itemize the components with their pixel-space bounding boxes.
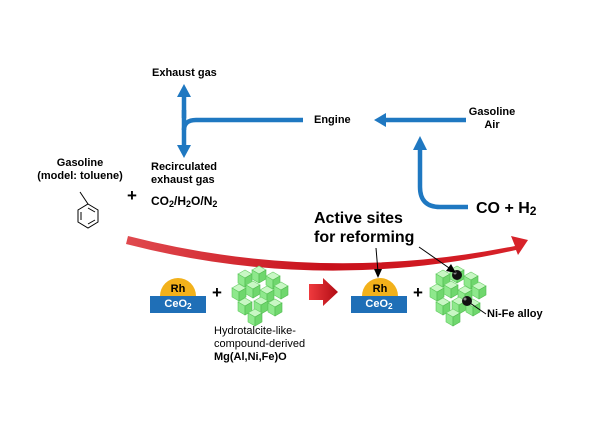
support-cluster-right — [429, 265, 487, 327]
plus-sign-right: + — [413, 283, 423, 302]
gasoline-air-label: Gasoline Air — [468, 106, 516, 132]
rh-ceo2-catalyst-right — [351, 278, 407, 313]
recirculated-label: Recirculated exhaust gas — [151, 161, 217, 187]
rh-label-right: Rh — [372, 283, 388, 295]
rh-label-left: Rh — [170, 283, 186, 295]
htc-formula: Mg(Al,Ni,Fe)O — [214, 351, 287, 363]
rh-particle-left — [160, 278, 196, 296]
htc-line1: Hydrotalcite-like- — [214, 325, 296, 337]
pointer-lines — [374, 246, 487, 315]
recirc-arrowhead — [177, 145, 191, 158]
plus-sign-left: + — [212, 283, 222, 302]
htc-line2: compound-derived — [214, 338, 306, 350]
engine-label: Engine — [314, 114, 351, 126]
rh-ceo2-catalyst-left — [150, 278, 206, 313]
toluene-structure-icon — [77, 191, 99, 229]
syngas-return-line — [417, 148, 468, 210]
process-arrow — [309, 278, 338, 306]
exhaust-arrowhead — [177, 84, 191, 97]
active-sites-line1: Active sites — [314, 210, 403, 227]
gasoline-air-line2: Air — [484, 119, 500, 131]
products-label: CO + H2 — [476, 200, 537, 218]
syngas-arrowhead — [413, 136, 427, 150]
ceo2-support-right — [351, 296, 407, 313]
blue-arrowheads — [177, 84, 427, 158]
exhaust-gas-label: Exhaust gas — [152, 67, 217, 79]
rh-particle-right — [362, 278, 398, 296]
active-sites-line2: for reforming — [314, 229, 415, 246]
support-cluster-left — [231, 265, 289, 327]
ni-fe-alloy-label: Ni-Fe alloy — [487, 308, 543, 320]
engine-to-branch-line — [181, 117, 303, 131]
ceo2-support-left — [150, 296, 206, 313]
active-sites-label: Active sites for reforming — [314, 209, 414, 247]
gasoline-air-line1: Gasoline — [468, 106, 516, 118]
reaction-curve-arrow — [126, 236, 528, 271]
gasoline-line1: Gasoline — [56, 157, 104, 169]
plus-sign-feed: + — [127, 186, 137, 205]
gasoline-line2: (model: toluene) — [37, 170, 123, 182]
support-description: Hydrotalcite-like- compound-derived Mg(A… — [214, 325, 305, 364]
recirc-line2: exhaust gas — [151, 174, 215, 186]
ceo2-label-left: CeO2 — [164, 298, 192, 311]
recirc-line1: Recirculated — [151, 161, 218, 173]
recirc-formula: CO2/H2O/N2 — [151, 194, 218, 209]
gasoline-feed-label: Gasoline (model: toluene) — [28, 157, 132, 183]
ceo2-label-right: CeO2 — [365, 298, 393, 311]
engine-arrowhead — [374, 113, 386, 127]
blue-flow-lines — [181, 96, 468, 210]
ni-fe-particle-icon — [462, 296, 472, 306]
